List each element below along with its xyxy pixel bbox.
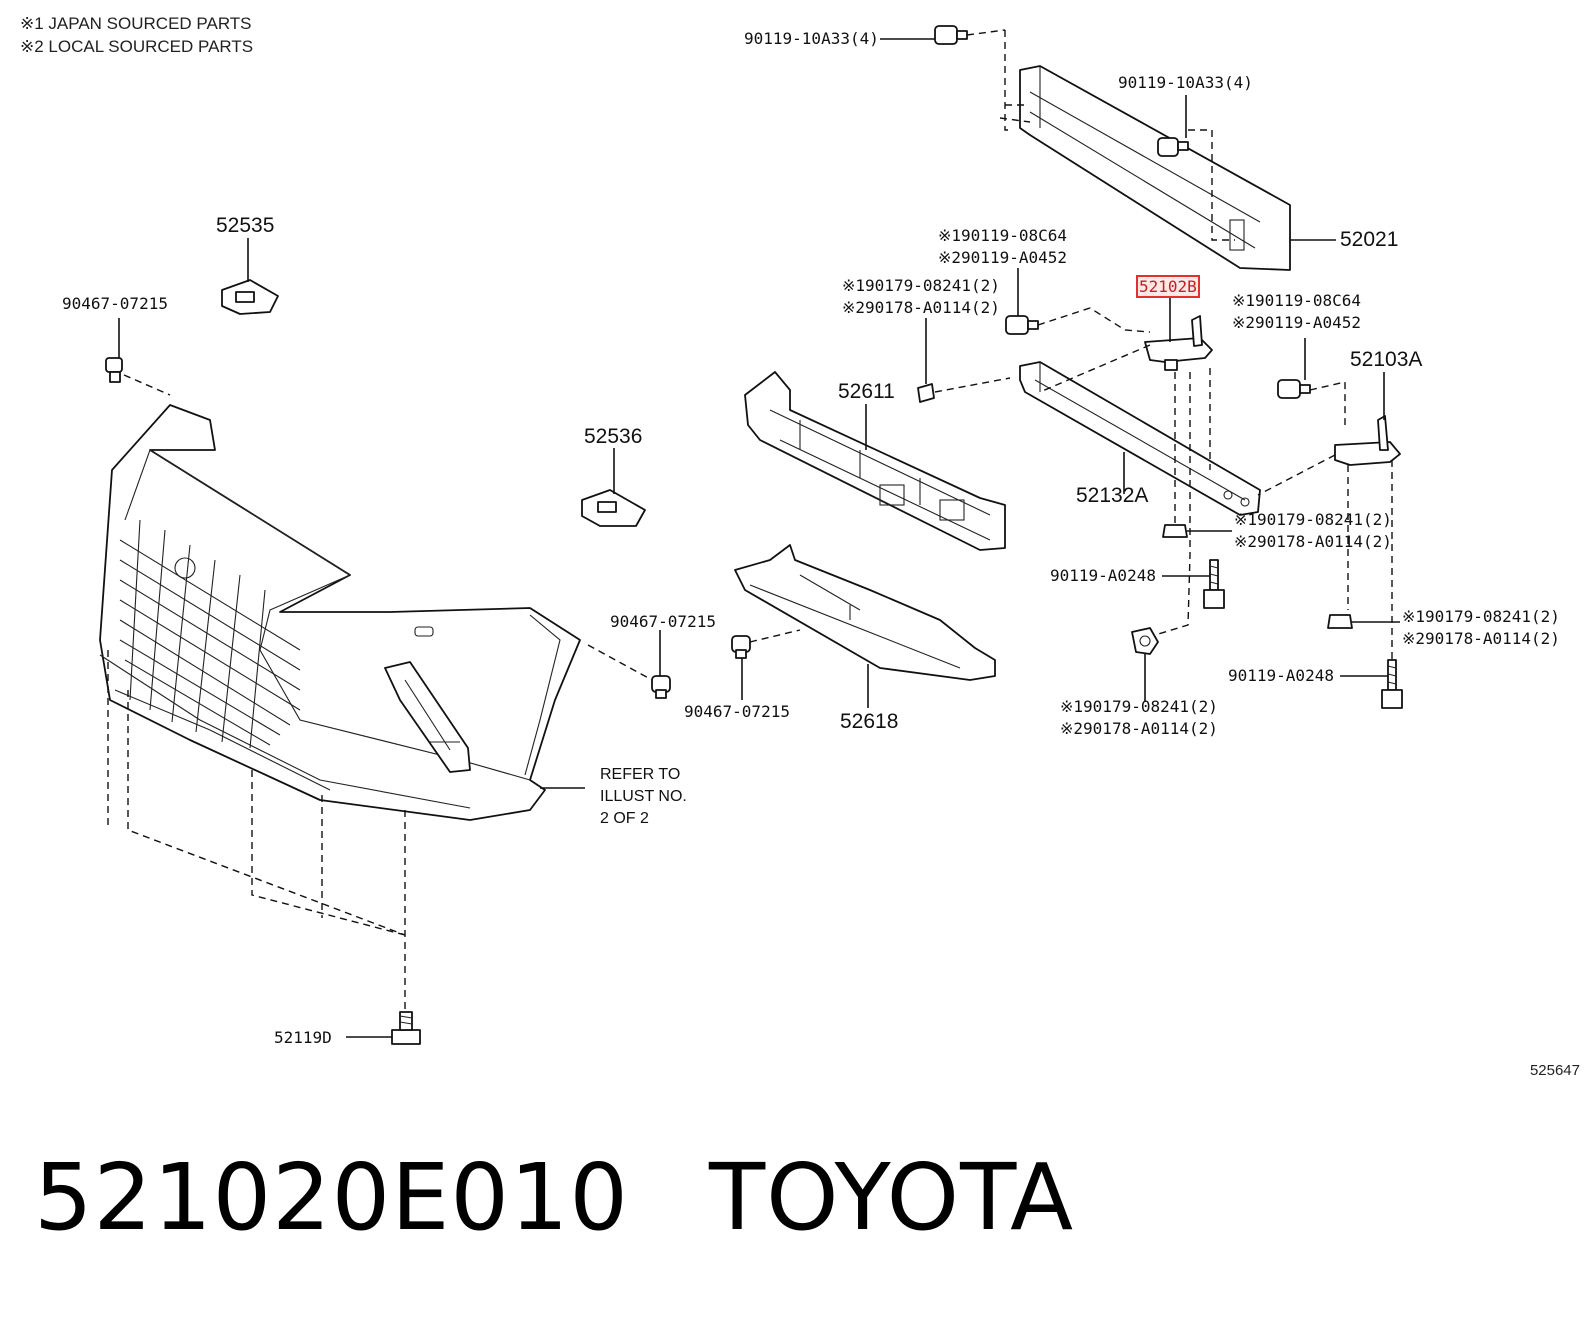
label-52132A[interactable]: 52132A (1076, 484, 1149, 507)
refer-note: REFER TO ILLUST NO. 2 OF 2 (600, 764, 687, 830)
label-52103A[interactable]: 52103A (1350, 348, 1423, 371)
legend-local-sourced: ※2 LOCAL SOURCED PARTS (20, 37, 254, 56)
refer-line-3: 2 OF 2 (600, 810, 649, 827)
legend: ※1 JAPAN SOURCED PARTS ※2 LOCAL SOURCED … (20, 12, 253, 58)
label-s1-90179-08241-c[interactable]: ※190179-08241(2) (1402, 607, 1560, 626)
label-52021[interactable]: 52021 (1340, 228, 1399, 251)
reinforcement-beam-52132A[interactable] (1019, 361, 1261, 516)
energy-absorber-52611[interactable] (744, 371, 1006, 551)
label-90467-07215-left[interactable]: 90467-07215 (62, 294, 168, 313)
label-s2-90178-A0114-b[interactable]: ※290178-A0114(2) (1234, 532, 1392, 551)
sensor-bracket-52535[interactable] (221, 279, 279, 315)
bracket-52102B[interactable] (1144, 315, 1213, 371)
nut-90179-08241-a[interactable] (917, 383, 935, 403)
clip-90467-07215-left[interactable] (105, 357, 123, 383)
label-52119D[interactable]: 52119D (274, 1028, 332, 1047)
diagram-code: 525647 (1529, 1062, 1580, 1079)
label-90467-07215-low[interactable]: 90467-07215 (684, 702, 790, 721)
label-90467-07215-mid[interactable]: 90467-07215 (610, 612, 716, 631)
label-s2-90119-A0452-a[interactable]: ※290119-A0452 (938, 248, 1067, 267)
label-s2-90119-A0452-b[interactable]: ※290119-A0452 (1232, 313, 1361, 332)
bolt-90119-A0248-b[interactable] (1381, 659, 1403, 709)
label-s2-90178-A0114-a[interactable]: ※290178-A0114(2) (842, 298, 1000, 317)
caption-part-number: 521020E010 (34, 1144, 629, 1251)
label-52536[interactable]: 52536 (584, 425, 643, 448)
clip-90467-07215-low[interactable] (731, 635, 751, 659)
label-s1-90179-08241-a[interactable]: ※190179-08241(2) (842, 276, 1000, 295)
label-s1-90179-08241-b[interactable]: ※190179-08241(2) (1234, 510, 1392, 529)
label-52535[interactable]: 52535 (216, 214, 275, 237)
label-90119-10A33-right[interactable]: 90119-10A33(4) (1118, 73, 1253, 92)
label-s1-90119-08C64-b[interactable]: ※190119-08C64 (1232, 291, 1361, 310)
label-90119-A0248-b[interactable]: 90119-A0248 (1228, 666, 1334, 685)
undercover-52618[interactable] (734, 544, 996, 681)
bolt-90119-A0248-a[interactable] (1203, 559, 1225, 609)
bolt-90119-08C64-b[interactable] (1277, 379, 1311, 399)
label-52618[interactable]: 52618 (840, 710, 899, 733)
label-90119-10A33-top[interactable]: 90119-10A33(4) (744, 29, 879, 48)
refer-line-1: REFER TO (600, 766, 681, 783)
bracket-52103A[interactable] (1334, 415, 1401, 466)
bolt-90119-08C64-a[interactable] (1005, 315, 1039, 335)
front-bumper-cover[interactable] (99, 404, 581, 821)
label-90119-A0248-a[interactable]: 90119-A0248 (1050, 566, 1156, 585)
reinforcement-52021[interactable] (1019, 65, 1291, 271)
legend-japan-sourced: ※1 JAPAN SOURCED PARTS (20, 14, 252, 33)
label-s2-90178-A0114-c[interactable]: ※290178-A0114(2) (1402, 629, 1560, 648)
clip-90467-07215-mid[interactable] (651, 675, 671, 699)
label-s1-90179-08241-d[interactable]: ※190179-08241(2) (1060, 697, 1218, 716)
caption-brand: TOYOTA (708, 1144, 1075, 1251)
label-52102B[interactable]: 52102B (1136, 275, 1200, 298)
label-s2-90178-A0114-d[interactable]: ※290178-A0114(2) (1060, 719, 1218, 738)
sensor-bracket-52536[interactable] (581, 489, 646, 527)
label-52611[interactable]: 52611 (838, 380, 895, 403)
nut-90179-08241-d[interactable] (1131, 627, 1159, 655)
label-s1-90119-08C64-a[interactable]: ※190119-08C64 (938, 226, 1067, 245)
nut-90179-08241-b[interactable] (1162, 524, 1188, 538)
nut-90179-08241-c[interactable] (1327, 614, 1353, 629)
highlighted-part-number[interactable]: 52102B (1136, 275, 1200, 298)
screw-52119D[interactable] (391, 1011, 421, 1045)
refer-line-2: ILLUST NO. (600, 788, 687, 805)
bolt-90119-10A33-top[interactable] (934, 25, 968, 45)
bolt-90119-10A33-right[interactable] (1157, 137, 1189, 157)
